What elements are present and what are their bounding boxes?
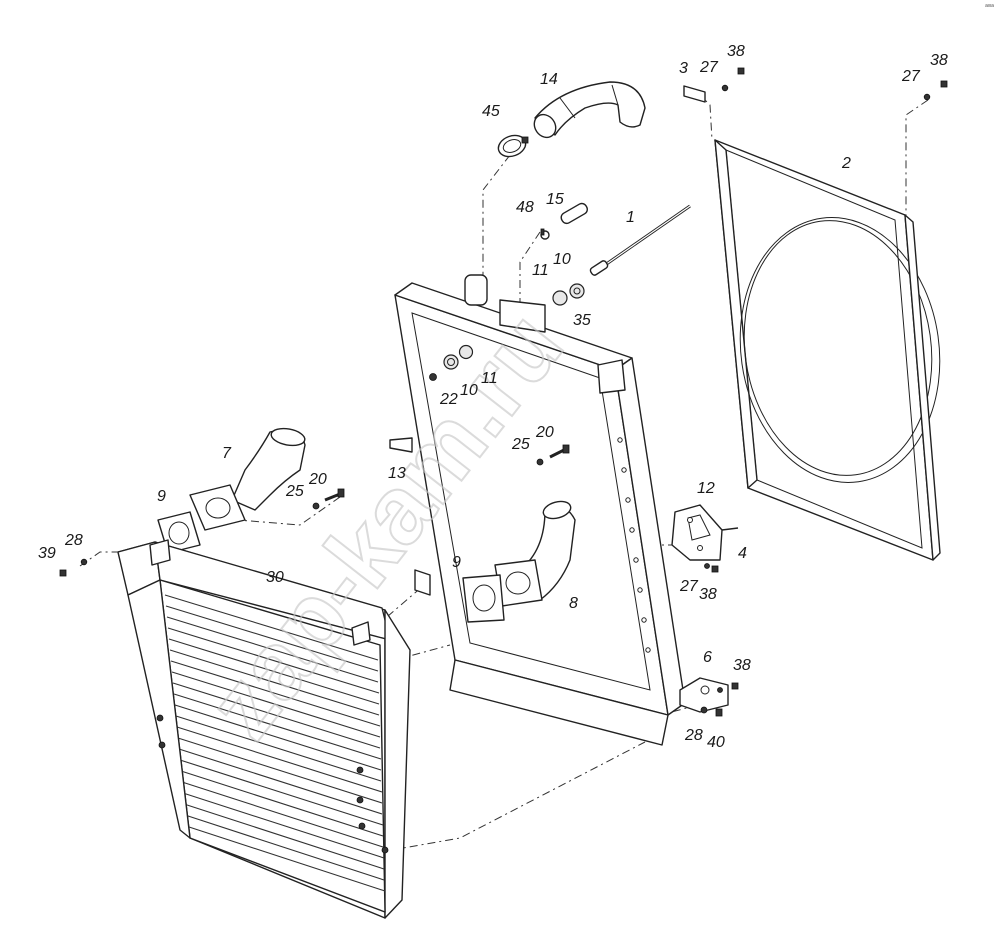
callout-4: 4 [738,545,747,562]
rod [589,204,691,276]
callout-45: 45 [482,103,500,120]
callout-8: 8 [569,595,578,612]
radiator-frame [389,274,686,746]
left-gasket [157,511,201,554]
left-air-pipe [189,427,306,531]
callout-9-mid: 9 [452,554,461,571]
callout-labels: 1 2 3 4 6 7 8 9 9 10 10 11 11 12 13 14 1… [38,43,948,751]
callout-3: 3 [679,60,688,77]
middle-gasket [462,574,505,623]
upper-hose [533,81,646,139]
corner-mark: ава [985,3,994,9]
callout-6: 6 [703,649,712,666]
callout-10-mid: 10 [460,382,478,399]
callout-11-mid: 11 [481,370,498,387]
callout-30: 30 [266,569,284,586]
callout-39: 39 [38,545,56,562]
callout-1: 1 [626,209,635,226]
callout-40: 40 [707,734,725,751]
callout-28-bottom: 28 [684,727,703,744]
callout-28-left: 28 [64,532,83,549]
callout-27-bottom-right: 27 [679,578,699,595]
right-mount-bracket [671,504,739,573]
callout-38-bottom-right: 38 [699,586,717,603]
callout-38-bottom: 38 [733,657,751,674]
callout-38-top: 38 [727,43,745,60]
callout-25-mid: 25 [511,436,530,453]
top-bracket [683,67,948,103]
callout-11-top: 11 [532,262,549,279]
callout-9-left: 9 [157,488,166,505]
callout-15: 15 [546,191,564,208]
callout-20-left: 20 [308,471,327,488]
callout-10-top: 10 [553,251,571,268]
callout-22: 22 [439,391,458,408]
cooler-fins [164,594,386,892]
callout-20-mid: 20 [535,424,554,441]
callout-27-top: 27 [699,59,719,76]
callout-27-right: 27 [901,68,921,85]
charge-air-cooler [117,539,411,919]
callout-2: 2 [841,155,851,172]
callout-25-left: 25 [285,483,304,500]
callout-48: 48 [516,199,534,216]
left-bolt [312,488,345,510]
callout-38-right: 38 [930,52,948,69]
callout-12: 12 [697,480,715,497]
callout-35: 35 [573,312,591,329]
fan-shroud [714,139,941,561]
hose-clamp [497,134,529,158]
middle-air-pipe [494,500,576,607]
callout-13: 13 [388,465,406,482]
callout-7: 7 [222,445,232,462]
lower-mount-bracket [679,677,739,717]
small-fittings-upper [540,202,588,306]
callout-14: 14 [540,71,558,88]
left-fasteners [59,558,88,577]
frame-plugs [429,344,474,381]
middle-bolt [536,444,570,466]
